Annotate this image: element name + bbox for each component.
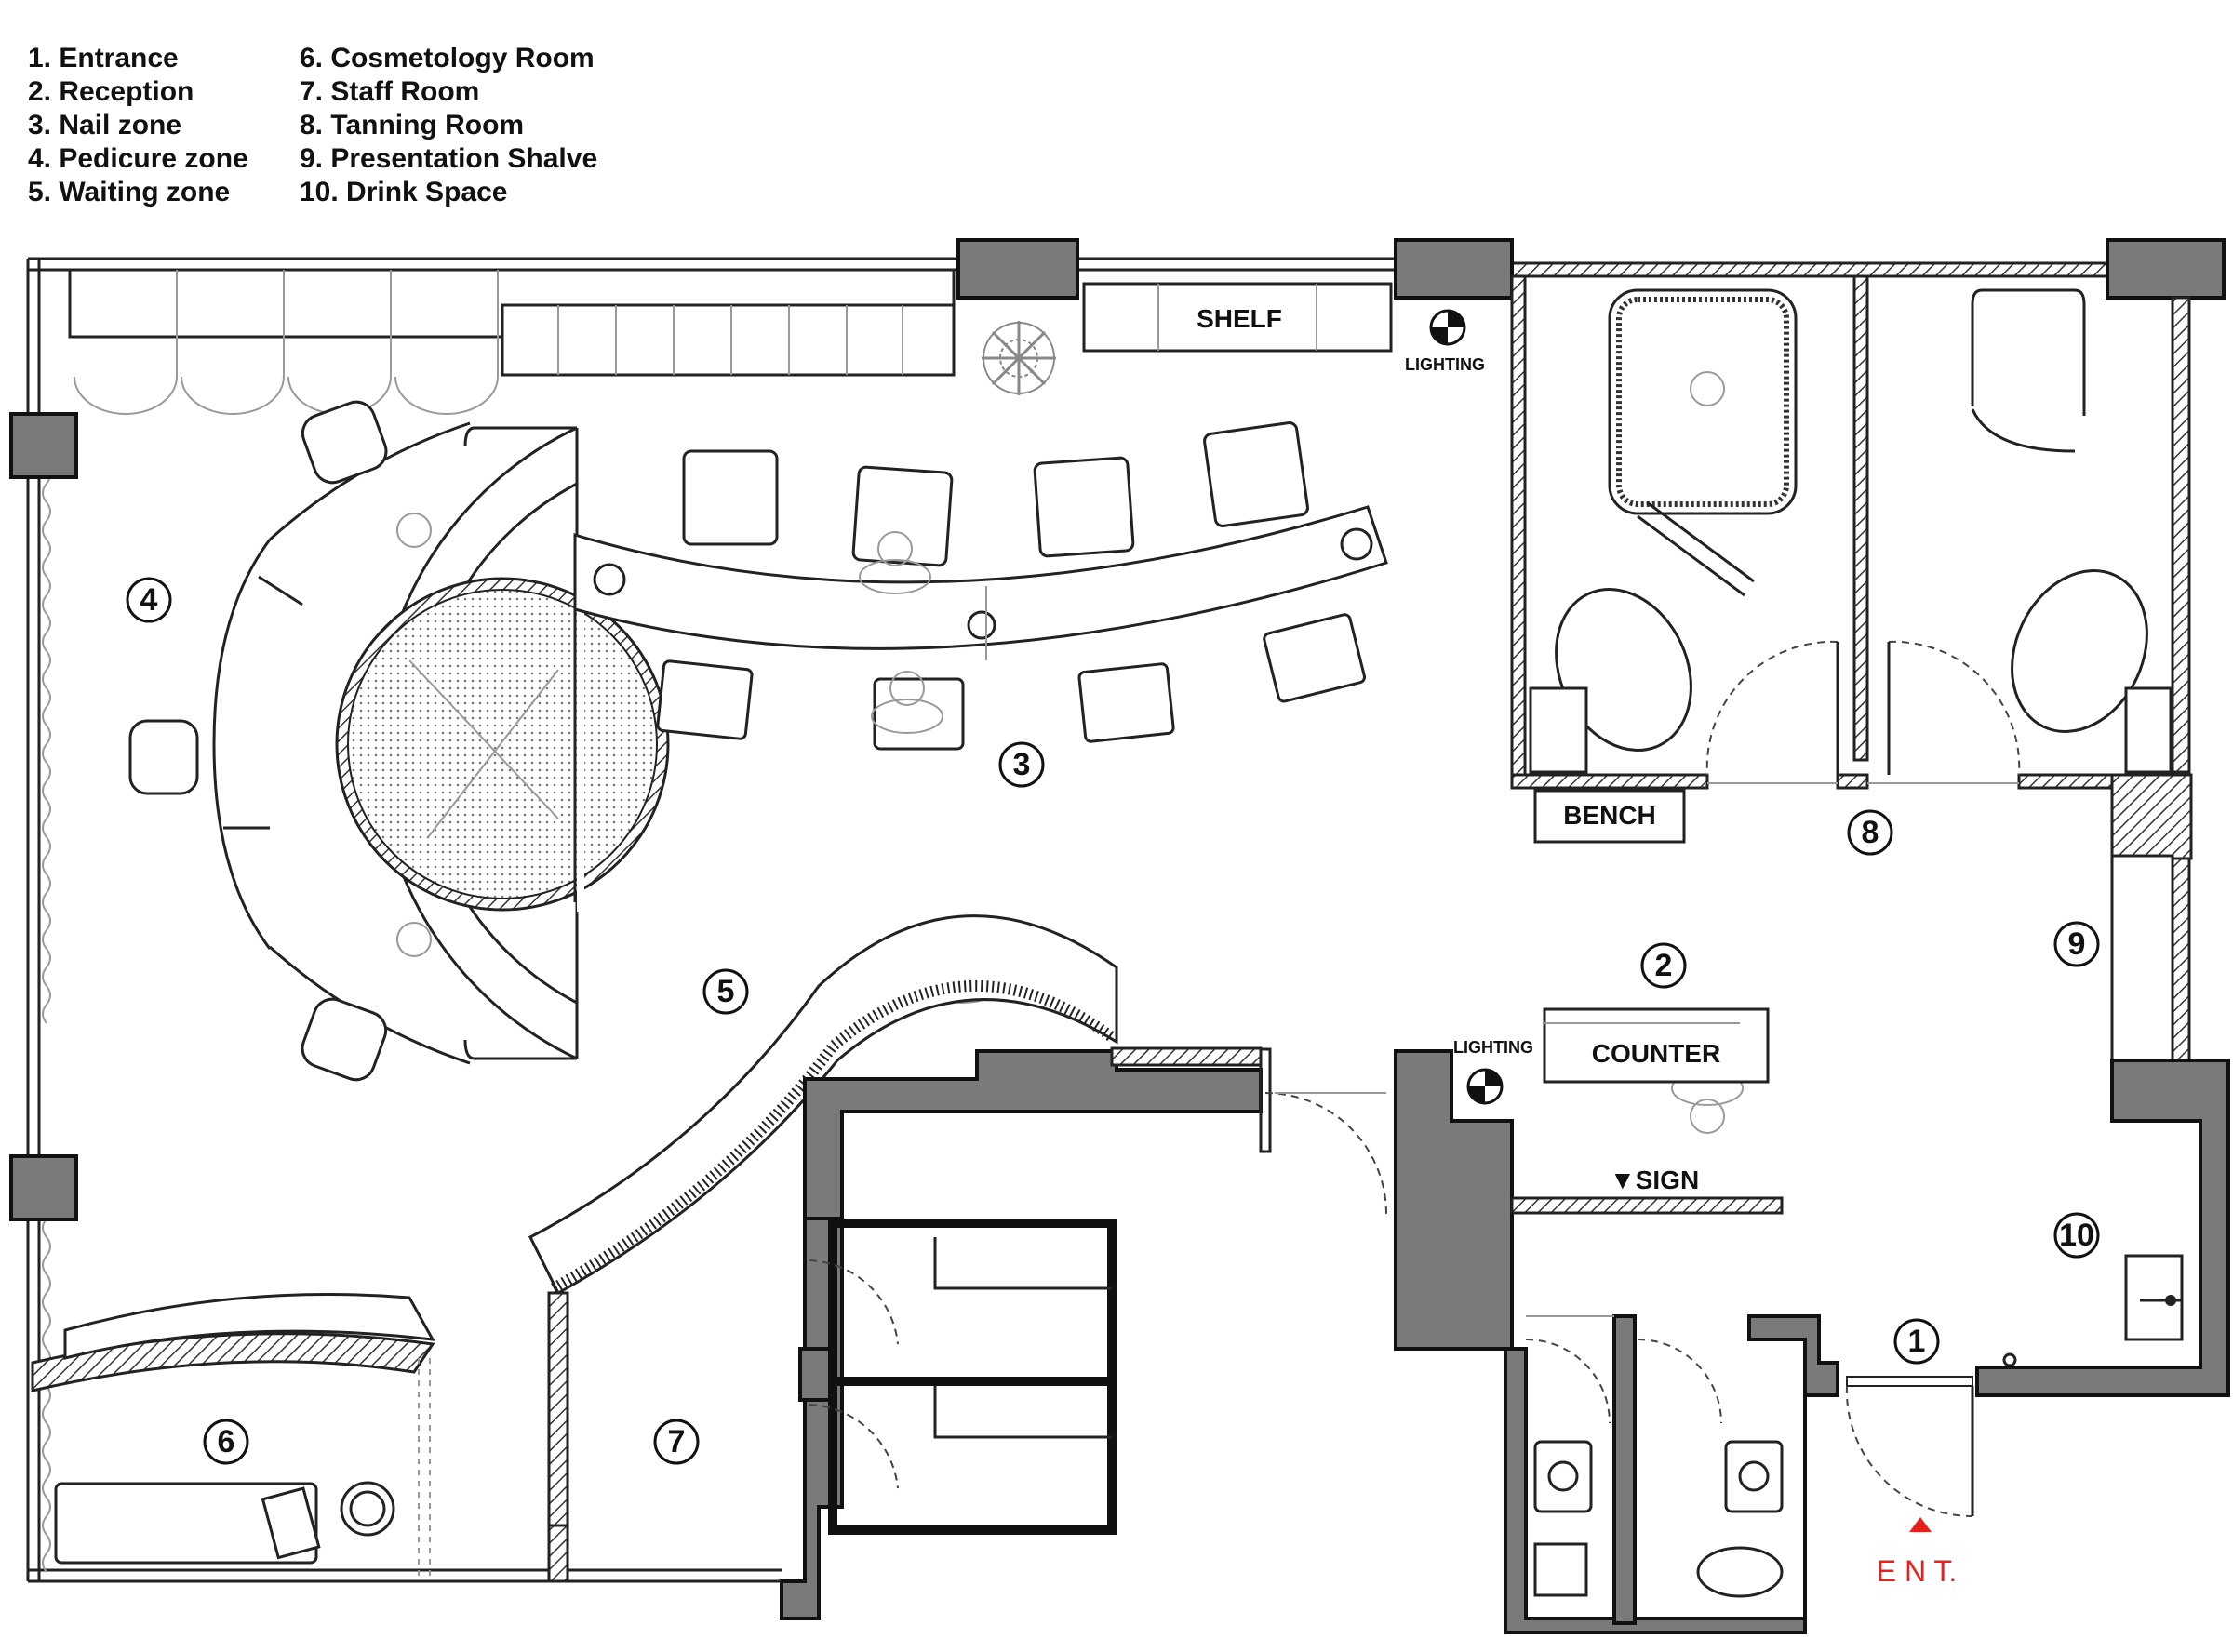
presentation-shelve: [2110, 854, 2174, 1062]
legend-entry-waiting-zone: 5. Waiting zone: [28, 177, 230, 207]
lighting-icon: [1466, 1068, 1504, 1105]
zone-number-6: 6: [218, 1424, 235, 1459]
column: [1394, 238, 1514, 300]
column: [9, 1154, 78, 1221]
bench: BENCH: [1533, 789, 1686, 844]
column: [2106, 238, 2226, 300]
nail-table: [573, 505, 1388, 660]
legend-entry-tanning-room: 8. Tanning Room: [300, 110, 524, 140]
counter: COUNTER: [1543, 1007, 1770, 1084]
shelf: SHELF: [1082, 282, 1393, 353]
reception-walls: [1259, 1047, 1784, 1351]
zone-number-1: 1: [1908, 1324, 1926, 1359]
zone-markers: 1 2 3 4 5 6 7 8 9 10: [126, 577, 2100, 1465]
sign-label: ▼SIGN: [1610, 1166, 1699, 1194]
column: [9, 412, 78, 479]
legend-entry-reception: 2. Reception: [28, 76, 194, 107]
lighting-label-mid: LIGHTING: [1453, 1038, 1533, 1057]
legend-entry-cosmetology-room: 6. Cosmetology Room: [300, 43, 595, 73]
entrance-label: E N T.: [1877, 1554, 1958, 1588]
bench-label: BENCH: [1563, 801, 1656, 830]
zone-number-4: 4: [140, 582, 158, 618]
zone-number-2: 2: [1655, 948, 1673, 983]
legend-entry-nail-zone: 3. Nail zone: [28, 110, 181, 140]
plant-icon: [982, 321, 1056, 395]
lighting-label-top: LIGHTING: [1405, 355, 1485, 374]
entrance-marker: E N T.: [1877, 1517, 1958, 1588]
zone-number-8: 8: [1862, 815, 1879, 850]
legend-entry-drink-space: 10. Drink Space: [300, 177, 507, 207]
restrooms: [1504, 1314, 1839, 1634]
zone-number-5: 5: [717, 974, 735, 1009]
legend-entry-presentation-shelve: 9. Presentation Shalve: [300, 143, 597, 174]
waiting-curved-wall: [528, 914, 1118, 1296]
zone-number-3: 3: [1013, 747, 1031, 782]
tanning-rooms: [1510, 274, 2193, 860]
zone-number-9: 9: [2068, 926, 2086, 962]
legend: 1. Entrance 2. Reception 3. Nail zone 4.…: [28, 43, 597, 207]
shelf-label: SHELF: [1197, 304, 1282, 333]
pedicure-chairs: [128, 400, 388, 1082]
zone-number-10: 10: [2059, 1218, 2094, 1253]
zone-number-7: 7: [668, 1424, 686, 1459]
cosmetology-room: [31, 1293, 435, 1581]
pedicure-zone-furniture: [212, 421, 670, 1065]
legend-entry-pedicure-zone: 4. Pedicure zone: [28, 143, 248, 174]
legend-entry-staff-room: 7. Staff Room: [300, 76, 479, 107]
lighting-icon: [1429, 309, 1466, 346]
people: [396, 371, 1744, 1134]
staff-room-walls: [547, 1046, 1263, 1620]
legend-entry-entrance: 1. Entrance: [28, 43, 179, 73]
entrance-walls: [1845, 1059, 2230, 1517]
counter-label: COUNTER: [1592, 1039, 1720, 1068]
top-cabinets: [68, 268, 956, 415]
column: [956, 238, 1079, 300]
